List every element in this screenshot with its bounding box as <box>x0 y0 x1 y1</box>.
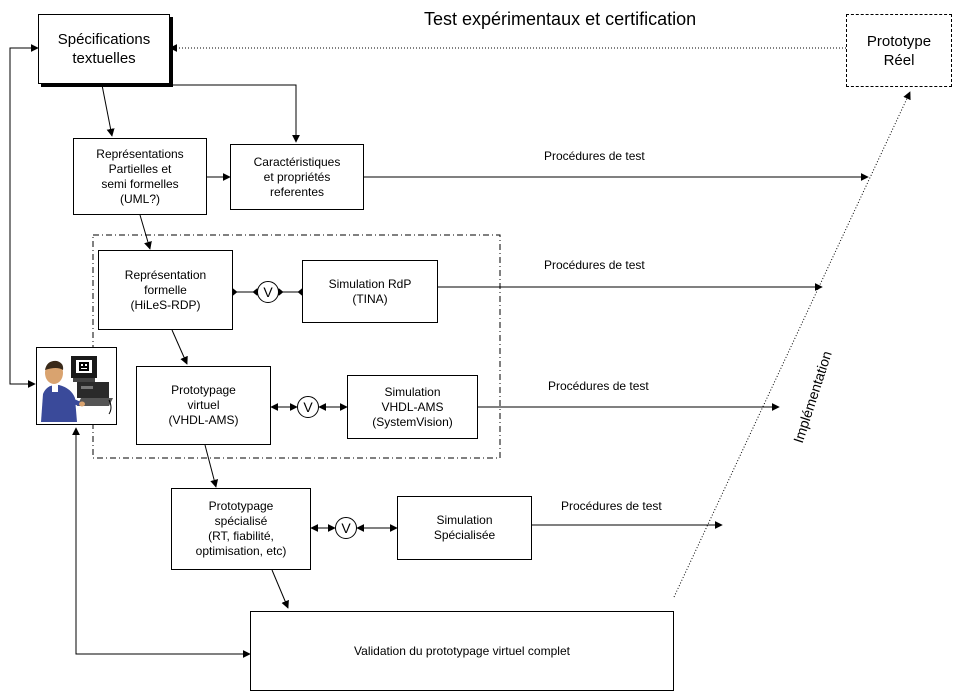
test-label-3: Procédures de test <box>548 379 649 393</box>
diagram-title: Test expérimentaux et certification <box>424 9 697 29</box>
loop-user-spec <box>9 44 39 388</box>
node-validation: Validation du prototypage virtuel comple… <box>250 611 674 691</box>
group-boundary <box>92 234 501 459</box>
validator-v3: V <box>335 517 357 539</box>
test-label-1: Procédures de test <box>544 149 645 163</box>
node-simulation-vhdl: Simulation VHDL-AMS (SystemVision) <box>347 375 478 439</box>
node-prototypage-specialise: Prototypage spécialisé (RT, fiabilité, o… <box>171 488 311 570</box>
test-label-4: Procédures de test <box>561 499 662 513</box>
validator-v2: V <box>297 396 319 418</box>
validator-v1: V <box>257 281 279 303</box>
user-at-computer-icon <box>36 347 117 425</box>
node-prototypage-virtuel: Prototypage virtuel (VHDL-AMS) <box>136 366 271 445</box>
node-specifications: Spécifications textuelles <box>38 14 170 84</box>
arrow-specialise-validation <box>271 569 289 609</box>
arrow-spec-partielles <box>101 84 115 137</box>
implementation-line <box>673 91 911 598</box>
node-prototype-reel: Prototype Réel <box>846 14 952 87</box>
arrow-spec-caracteristiques <box>133 84 300 143</box>
arrow-formelle-virtuel <box>171 329 188 365</box>
node-simulation-specialisee: Simulation Spécialisée <box>397 496 532 560</box>
loop-user-validation <box>72 427 251 658</box>
arrow-partielles-formelle <box>139 214 152 250</box>
node-caracteristiques: Caractéristiques et propriétés referente… <box>230 144 364 210</box>
node-representation-formelle: Représentation formelle (HiLeS-RDP) <box>98 250 233 330</box>
node-representations-partielles: Représentations Partielles et semi forme… <box>73 138 207 215</box>
node-simulation-rdp: Simulation RdP (TINA) <box>302 260 438 323</box>
arrow-virtuel-specialise <box>204 444 219 488</box>
test-label-2: Procédures de test <box>544 258 645 272</box>
